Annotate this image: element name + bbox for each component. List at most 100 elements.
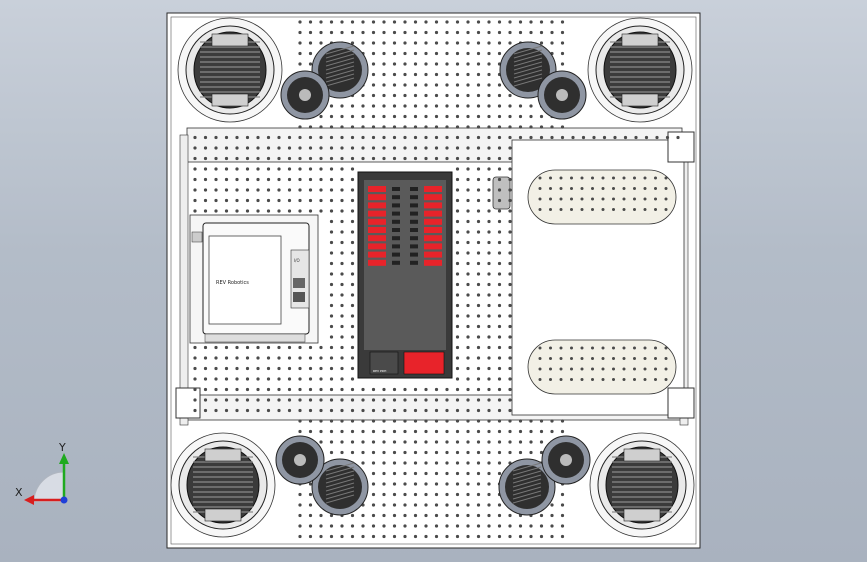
- mount-hole: [329, 324, 334, 329]
- slot-hole: [580, 176, 584, 180]
- mount-hole: [508, 20, 512, 24]
- mount-hole: [350, 167, 355, 171]
- slot-hole: [664, 367, 668, 371]
- motor-fin: [325, 45, 355, 55]
- mount-hole: [476, 93, 481, 98]
- mount-hole: [350, 387, 355, 392]
- slot-hole: [538, 367, 542, 371]
- mount-hole: [497, 324, 502, 329]
- mount-hole: [371, 51, 376, 56]
- mount-hole: [476, 104, 481, 108]
- mount-hole: [287, 366, 292, 371]
- motor-fin: [513, 49, 543, 59]
- mount-hole: [340, 261, 344, 266]
- mount-hole: [487, 440, 491, 444]
- mount-hole: [403, 20, 407, 24]
- bracket-br: [667, 387, 695, 419]
- mount-hole: [245, 387, 250, 392]
- slot-hole: [654, 197, 657, 201]
- mount-hole: [476, 41, 481, 45]
- mount-hole: [371, 524, 376, 528]
- mount-hole: [476, 366, 481, 371]
- mount-hole: [235, 167, 239, 171]
- mount-hole: [497, 272, 502, 276]
- mount-hole: [539, 450, 544, 455]
- mount-hole: [245, 408, 250, 413]
- mount-hole: [434, 471, 439, 476]
- mount-hole: [298, 524, 302, 528]
- breaker-right: [424, 186, 442, 192]
- mount-hole: [392, 440, 397, 444]
- mount-hole: [329, 240, 334, 245]
- swerve-modules: [170, 17, 695, 538]
- mount-hole: [466, 114, 470, 119]
- mount-hole: [361, 398, 365, 402]
- mount-hole: [487, 513, 491, 518]
- terminal-left: [392, 219, 400, 224]
- triad-base: [33, 471, 65, 503]
- mount-hole: [476, 398, 481, 402]
- mount-hole: [329, 188, 334, 192]
- slot-hole: [633, 197, 636, 201]
- steer-motor-shaft: [299, 89, 311, 101]
- slot-hole: [643, 176, 647, 180]
- mount-hole: [277, 345, 281, 350]
- mount-hole: [529, 429, 533, 434]
- mount-hole: [298, 408, 302, 413]
- mount-hole: [539, 534, 544, 539]
- mount-hole: [466, 293, 470, 297]
- mount-hole: [508, 534, 512, 539]
- breaker-right: [424, 259, 442, 266]
- mount-hole: [476, 429, 481, 434]
- breaker-right: [424, 202, 442, 209]
- breaker-right: [424, 218, 442, 225]
- mount-hole: [476, 272, 481, 276]
- mount-hole: [266, 135, 271, 140]
- mount-hole: [308, 209, 313, 213]
- mount-hole: [455, 41, 460, 45]
- mount-hole: [550, 524, 554, 528]
- mount-hole: [455, 230, 460, 234]
- mount-hole: [329, 30, 334, 35]
- terminal-right: [410, 211, 418, 216]
- mount-hole: [203, 146, 208, 150]
- mount-hole: [319, 198, 323, 203]
- slot-hole: [643, 187, 647, 190]
- mount-hole: [350, 251, 355, 255]
- mount-hole: [455, 482, 460, 486]
- mount-hole: [214, 146, 218, 150]
- wheel-tread: [605, 446, 679, 524]
- mount-hole: [392, 93, 397, 98]
- mount-hole: [529, 30, 533, 35]
- mount-hole: [487, 450, 491, 455]
- mount-hole: [298, 387, 302, 392]
- mount-hole: [308, 429, 313, 434]
- mount-hole: [539, 20, 544, 24]
- mount-hole: [256, 177, 260, 182]
- slot-hole: [664, 187, 668, 190]
- mount-hole: [371, 41, 376, 45]
- mount-hole: [350, 408, 355, 413]
- mount-hole: [497, 93, 502, 98]
- mount-hole: [497, 461, 502, 465]
- mount-hole: [466, 398, 470, 402]
- slot-hole: [654, 176, 657, 180]
- mount-hole: [487, 419, 491, 423]
- terminal-right: [410, 244, 418, 249]
- terminal-right: [410, 195, 418, 200]
- mount-hole: [466, 492, 470, 497]
- mount-hole: [361, 146, 365, 150]
- mount-hole: [308, 482, 313, 486]
- mount-hole: [413, 429, 418, 434]
- mount-hole: [413, 524, 418, 528]
- mount-hole: [329, 440, 334, 444]
- slot-hole: [654, 367, 657, 371]
- mount-hole: [466, 314, 470, 318]
- mount-hole: [382, 408, 386, 413]
- mount-hole: [298, 492, 302, 497]
- mount-hole: [550, 513, 554, 518]
- mount-hole: [497, 156, 502, 161]
- breaker-right: [424, 235, 442, 242]
- motor-fin: [325, 61, 355, 71]
- mount-hole: [371, 450, 376, 455]
